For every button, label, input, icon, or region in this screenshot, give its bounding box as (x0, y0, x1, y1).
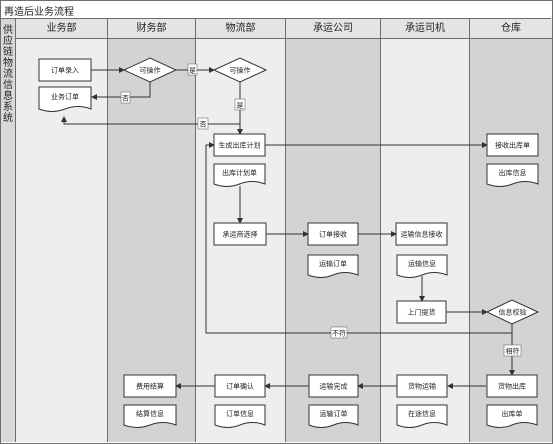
diagram-title-bar: 再造后业务流程 (1, 1, 551, 19)
process-label-order-entry: 订单录入 (51, 66, 79, 75)
process-order-receive: 订单接收 (307, 222, 359, 246)
document-label-business-order: 业务订单 (51, 92, 79, 101)
document-label-settle-info: 结算信息 (136, 409, 164, 418)
lane-title-finance: 财务部 (136, 23, 167, 34)
lane-title-driver: 承运司机 (405, 23, 445, 34)
decision-node-logistics: 可操作 (212, 57, 268, 83)
edge-check-mismatch-to-plan (205, 142, 513, 334)
process-pickup: 上门提货 (396, 300, 447, 324)
document-label-transport-order-1: 运输订单 (319, 259, 347, 268)
decision-label-finance: 可操作 (140, 66, 161, 75)
decision-label-info-check: 信息校验 (499, 308, 527, 317)
edge-label-match: 相符 (506, 347, 520, 356)
side-label: 供应链物流信息系统 (3, 25, 13, 124)
lane-title-carrier: 承运公司 (313, 23, 353, 34)
document-in-transit-info: 在途信息 (396, 404, 448, 428)
process-carrier-select: 承运商选择 (213, 222, 267, 246)
process-transport-done: 运输完成 (308, 374, 359, 398)
document-transport-info: 运输信息 (396, 254, 448, 278)
document-outbound-plan: 出库计划单 (213, 163, 266, 187)
process-order-confirm: 订单确认 (214, 374, 266, 398)
document-label-transport-info: 运输信息 (408, 259, 436, 268)
process-label-fee-settle: 费用结算 (136, 382, 164, 391)
process-cargo-transport: 货物运输 (396, 374, 448, 398)
process-label-cargo-out: 货物出库 (498, 382, 526, 391)
lane-header-logistics: 物流部 (196, 19, 285, 39)
edge-label-box (120, 91, 131, 104)
edge-label-box (197, 117, 209, 130)
edge-label-no-1: 否 (122, 95, 129, 103)
decision-node-finance: 可操作 (122, 57, 178, 83)
process-label-generate-outbound-plan: 生成出库计划 (219, 141, 261, 150)
document-label-order-info: 订单信息 (226, 409, 254, 418)
process-label-pickup: 上门提货 (408, 308, 436, 317)
lane-title-business: 业务部 (46, 23, 77, 34)
decision-label-logistics: 可操作 (230, 66, 251, 75)
lane-title-warehouse: 仓库 (501, 23, 521, 34)
document-label-in-transit-info: 在途信息 (408, 409, 436, 418)
process-cargo-out: 货物出库 (486, 374, 538, 398)
edge-label-yes-1: 是 (189, 67, 196, 75)
process-label-order-confirm: 订单确认 (226, 382, 254, 391)
document-transport-order-2: 运输订单 (308, 404, 359, 428)
edge-label-no-2: 否 (200, 121, 207, 129)
lane-header-driver: 承运司机 (381, 19, 469, 39)
process-label-cargo-transport: 货物运输 (408, 382, 436, 391)
decision-node-info-check: 信息校验 (485, 299, 540, 325)
process-fee-settle: 费用结算 (123, 374, 177, 398)
process-receive-outbound: 接收出库单 (486, 133, 539, 157)
edge-label-box (187, 63, 198, 76)
edge-label-box (234, 98, 246, 111)
lane-header-warehouse: 仓库 (470, 19, 552, 39)
document-label-outbound-plan: 出库计划单 (222, 168, 257, 177)
process-label-order-receive: 订单接收 (319, 230, 347, 239)
diagram-title: 再造后业务流程 (4, 7, 74, 18)
process-generate-outbound-plan: 生成出库计划 (213, 133, 266, 157)
process-transport-info-receive: 运输信息接收 (395, 222, 448, 246)
document-transport-order-1: 运输订单 (307, 254, 359, 278)
document-order-info: 订单信息 (214, 404, 266, 428)
document-outbound-info: 出库信息 (486, 163, 539, 187)
edge-label-mismatch: 不符 (332, 329, 346, 338)
edge-decision2-no-to-order (61, 116, 240, 125)
process-label-transport-info-receive: 运输信息接收 (401, 230, 443, 239)
document-label-transport-order-2: 运输订单 (320, 409, 348, 418)
document-business-order: 业务订单 (38, 86, 92, 112)
edge-label-yes-2: 是 (237, 102, 244, 110)
process-label-carrier-select: 承运商选择 (223, 230, 258, 239)
process-order-entry: 订单录入 (38, 58, 92, 82)
process-label-receive-outbound: 接收出库单 (495, 141, 530, 150)
edge-decision1-no-to-order (91, 80, 151, 100)
lane-header-finance: 财务部 (108, 19, 195, 39)
lane-header-business: 业务部 (16, 19, 107, 39)
lane-title-logistics: 物流部 (225, 23, 256, 34)
lane-header-carrier: 承运公司 (286, 19, 380, 39)
document-label-outbound-info: 出库信息 (499, 168, 527, 177)
document-outbound-doc: 出库单 (486, 404, 538, 428)
side-label-column: 供应链物流信息系统 (1, 19, 16, 442)
process-label-transport-done: 运输完成 (320, 382, 348, 391)
edge-label-box (330, 326, 348, 339)
edge-label-box (503, 344, 522, 357)
lane-warehouse: 仓库 (470, 19, 552, 442)
document-label-outbound-doc: 出库单 (502, 409, 523, 418)
document-settle-info: 结算信息 (123, 404, 177, 428)
